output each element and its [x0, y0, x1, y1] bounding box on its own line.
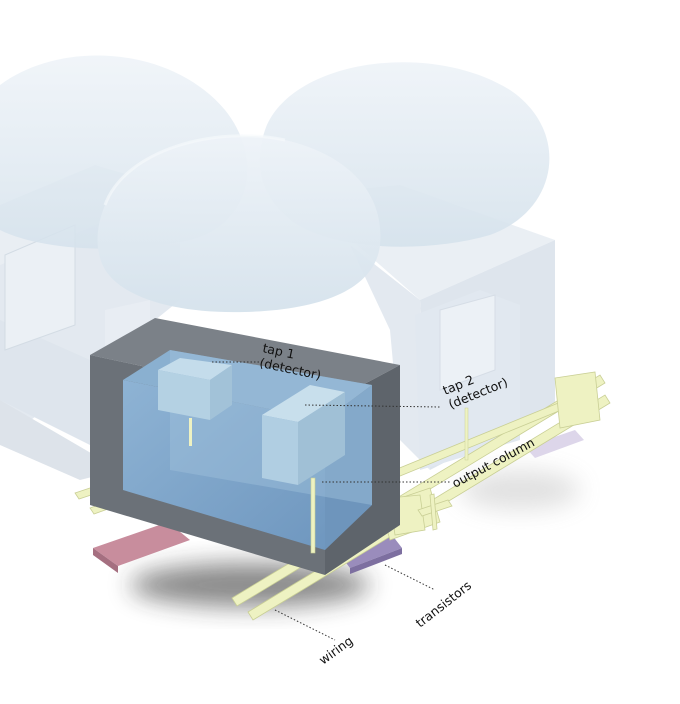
detector-tap-1: [158, 358, 232, 446]
detector-tap-2: [262, 385, 345, 554]
output-column-riser: [464, 407, 469, 461]
label-wiring: wiring: [316, 633, 356, 668]
label-transistors: transistors: [413, 578, 475, 631]
microlens-front: [97, 134, 381, 313]
leader-lines: [212, 361, 450, 641]
transistor-blocks: [93, 430, 584, 574]
